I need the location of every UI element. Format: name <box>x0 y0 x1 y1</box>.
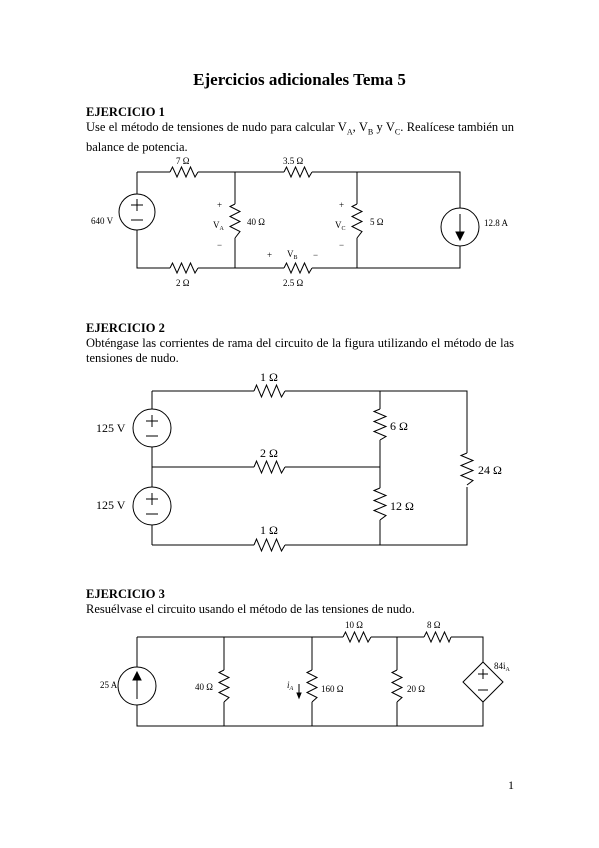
resistor-12-ohm <box>372 487 388 521</box>
voltage-source-640v <box>118 193 156 231</box>
circuit-3 <box>117 630 504 727</box>
voltage-source-125v-bottom <box>132 486 172 526</box>
dependent-voltage-source <box>462 661 504 703</box>
svg-text:+: + <box>267 250 272 260</box>
resistor-2-ohm <box>253 459 286 475</box>
label-40-ohm: 40 Ω <box>247 217 265 227</box>
label-7-ohm: 7 Ω <box>176 156 190 166</box>
page-title: Ejercicios adicionales Tema 5 <box>193 70 406 89</box>
label-125-v-bottom: 125 V <box>96 498 126 512</box>
exercise-3-heading: EJERCICIO 3 <box>86 587 165 601</box>
resistor-24-ohm <box>459 452 475 486</box>
resistor-40-ohm <box>228 203 242 239</box>
label-640-v: 640 V <box>91 216 114 226</box>
label-ia: iA <box>287 680 294 692</box>
resistor-160-ohm <box>305 669 319 703</box>
label-84-ia: 84iA <box>494 661 511 673</box>
resistor-6-ohm <box>372 408 388 441</box>
resistor-8-ohm <box>423 630 452 644</box>
voltage-source-125v-top <box>132 408 172 448</box>
label-1-ohm-top: 1 Ω <box>260 370 278 384</box>
label-25-a: 25 A <box>100 680 118 690</box>
label-6-ohm: 6 Ω <box>390 419 408 433</box>
resistor-1-ohm-bottom <box>253 537 286 553</box>
current-source-12-8a <box>440 207 480 247</box>
resistor-40-ohm <box>217 669 231 703</box>
svg-text:−: − <box>217 240 222 250</box>
label-vc: VC <box>335 220 346 232</box>
exercise-2-statement: Obténgase las corrientes de rama del cir… <box>86 336 514 365</box>
label-12-8-a: 12.8 A <box>484 218 509 228</box>
label-2-ohm: 2 Ω <box>260 446 278 460</box>
label-2-5-ohm: 2.5 Ω <box>283 278 304 288</box>
resistor-2-ohm <box>169 261 199 275</box>
svg-text:+: + <box>339 200 344 210</box>
label-125-v-top: 125 V <box>96 421 126 435</box>
resistor-2-5-ohm <box>283 261 313 275</box>
resistor-5-ohm <box>350 203 364 239</box>
svg-text:+: + <box>217 200 222 210</box>
resistor-10-ohm <box>342 630 372 644</box>
resistor-3-5-ohm <box>283 165 313 179</box>
label-40-ohm-ex3: 40 Ω <box>195 682 213 692</box>
label-10-ohm: 10 Ω <box>345 620 363 630</box>
svg-text:−: − <box>313 250 318 260</box>
label-12-ohm: 12 Ω <box>390 499 414 513</box>
label-va: VA <box>213 220 225 232</box>
resistor-7-ohm <box>169 165 199 179</box>
page-number: 1 <box>508 778 514 792</box>
label-vb: VB <box>287 249 298 261</box>
circuit-2 <box>132 383 475 553</box>
label-3-5-ohm: 3.5 Ω <box>283 156 304 166</box>
label-160-ohm: 160 Ω <box>321 684 344 694</box>
circuit-1 <box>118 165 480 275</box>
label-20-ohm: 20 Ω <box>407 684 425 694</box>
exercise-1-heading: EJERCICIO 1 <box>86 105 165 119</box>
label-8-ohm: 8 Ω <box>427 620 441 630</box>
label-2-ohm: 2 Ω <box>176 278 190 288</box>
exercise-2-heading: EJERCICIO 2 <box>86 321 165 335</box>
label-1-ohm-bottom: 1 Ω <box>260 523 278 537</box>
resistor-20-ohm <box>390 669 404 703</box>
svg-text:−: − <box>339 240 344 250</box>
label-5-ohm: 5 Ω <box>370 217 384 227</box>
exercise-1-statement: Use el método de tensiones de nudo para … <box>86 120 514 154</box>
exercise-3-statement: Resuélvase el circuito usando el método … <box>86 602 415 616</box>
label-24-ohm: 24 Ω <box>478 463 502 477</box>
resistor-1-ohm-top <box>253 383 286 399</box>
current-source-25a <box>117 666 157 706</box>
